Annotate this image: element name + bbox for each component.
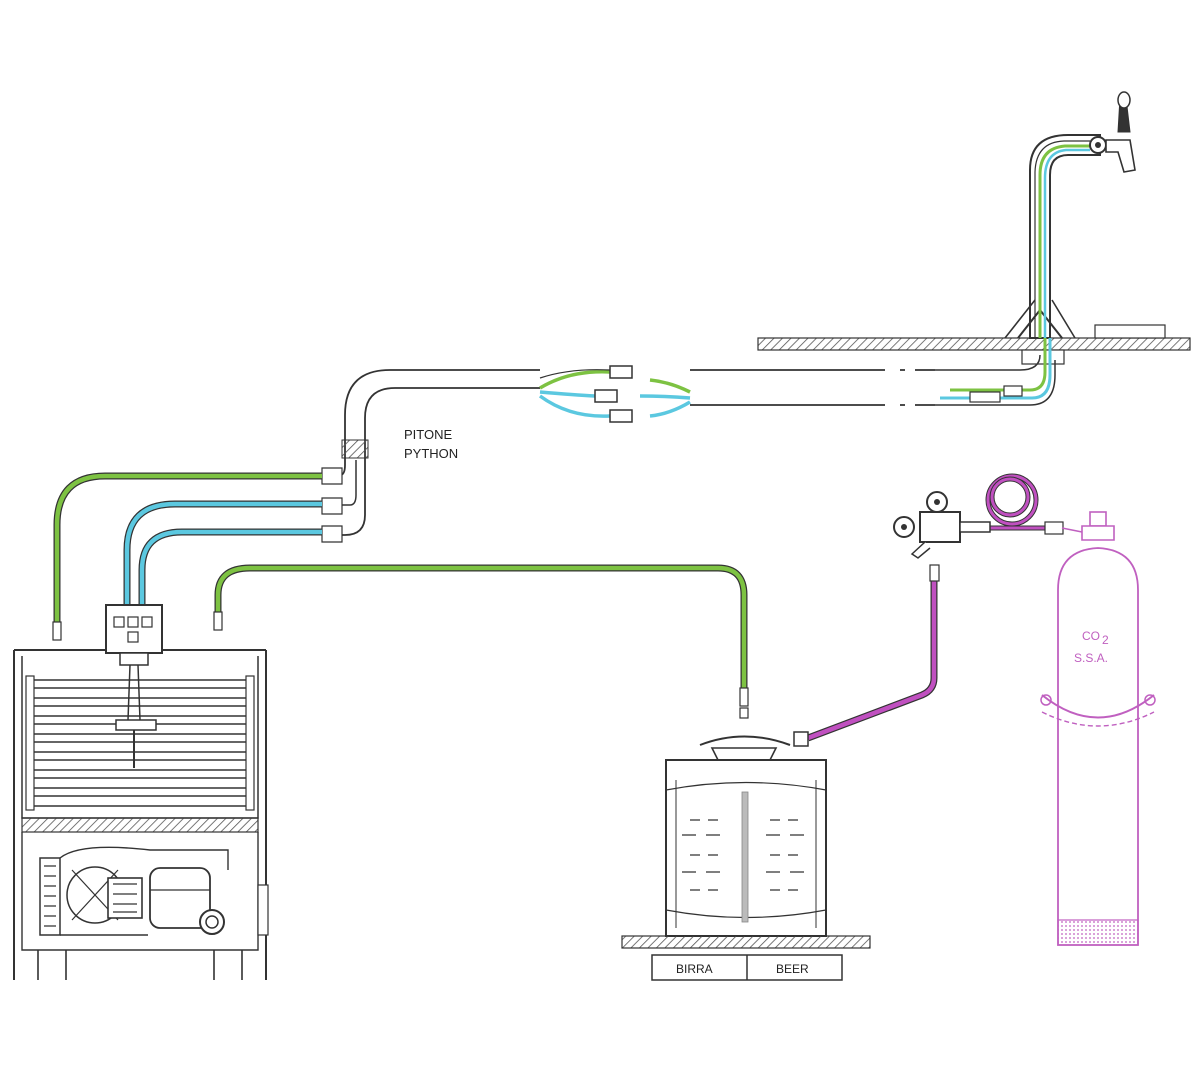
keg-label-it: BIRRA — [676, 962, 713, 976]
tap-spout-icon — [1105, 139, 1136, 173]
python-label-en: PYTHON — [404, 446, 458, 461]
coupler-icon — [594, 389, 618, 403]
cooler-lines — [52, 472, 749, 719]
co2-regulator — [893, 491, 991, 559]
cylinder-label-ssa: S.S.A. — [1074, 651, 1108, 665]
coupler-icon — [609, 409, 633, 423]
agitator-paddle — [115, 719, 157, 731]
beer-cooler — [13, 604, 269, 980]
cylinder-label-co: CO — [1082, 629, 1100, 643]
beer-tower — [1004, 91, 1136, 365]
dip-tube — [741, 791, 749, 923]
line-coupling — [538, 365, 691, 423]
cylinder-label-subscript: 2 — [1102, 633, 1109, 647]
co2-cylinder — [1040, 511, 1156, 946]
beer-keg — [621, 735, 871, 981]
python-line — [321, 338, 1056, 543]
python-label-it: PITONE — [404, 427, 452, 442]
coupler-icon — [609, 365, 633, 379]
compressor-icon — [39, 846, 229, 936]
valve-handle-icon — [910, 541, 931, 559]
keg-coupler-icon — [710, 747, 778, 761]
pump-head — [105, 604, 163, 654]
counter-top — [757, 324, 1191, 351]
cooler-insulation — [21, 817, 259, 833]
gas-line — [793, 473, 1064, 747]
drip-tray — [1094, 324, 1166, 339]
keg-label-en: BEER — [776, 962, 809, 976]
cooling-coil — [30, 679, 250, 807]
